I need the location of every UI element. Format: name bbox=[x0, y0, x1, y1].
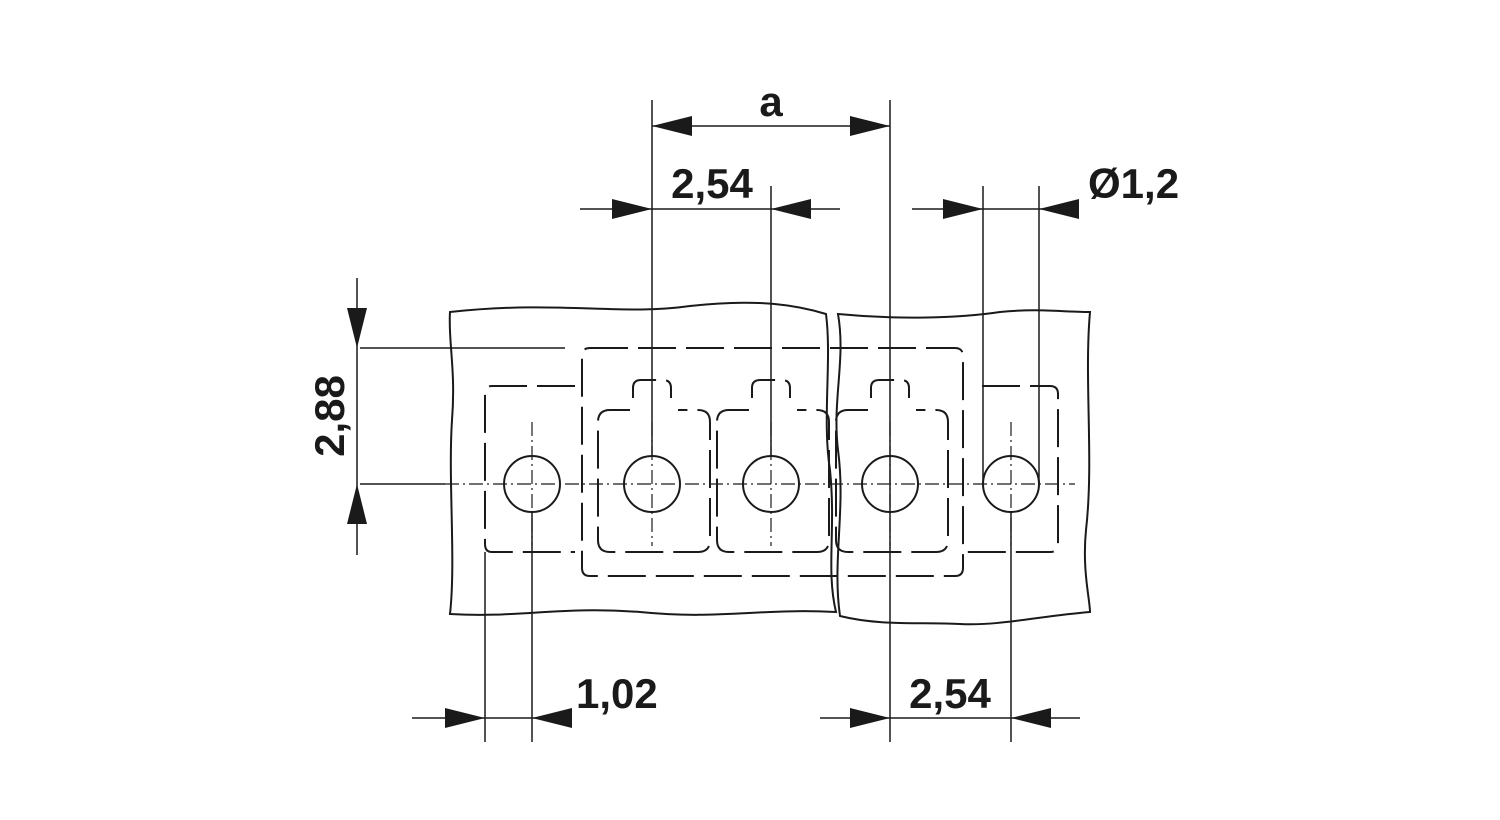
board-section-left bbox=[448, 301, 838, 616]
dimension-pitch-bottom-label: 2,54 bbox=[909, 670, 991, 717]
dimension-a-label: a bbox=[759, 78, 783, 125]
dimension-pitch-top-label: 2,54 bbox=[671, 160, 753, 207]
dimension-a: a bbox=[652, 78, 890, 136]
contact-pocket-1 bbox=[597, 379, 711, 553]
dimension-edge-offset-label: 1,02 bbox=[576, 670, 658, 717]
edge-box-left-dashed bbox=[484, 385, 575, 553]
dimension-row-offset: 2,88 bbox=[306, 278, 367, 555]
extension-lines bbox=[360, 100, 1040, 742]
contact-pocket-2 bbox=[716, 379, 830, 553]
dimension-edge-offset: 1,02 bbox=[412, 670, 658, 728]
dimension-pitch-bottom: 2,54 bbox=[820, 670, 1080, 728]
dimension-hole-diameter: Ø1,2 bbox=[912, 160, 1179, 219]
board-section-right bbox=[835, 309, 1092, 626]
dimension-pitch-top: 2,54 bbox=[580, 160, 840, 219]
contact-pocket-3 bbox=[835, 379, 949, 553]
edge-box-right-dashed bbox=[965, 385, 1059, 553]
housing-outline-dashed bbox=[581, 347, 964, 577]
dimension-row-offset-label: 2,88 bbox=[306, 375, 353, 457]
dimension-hole-diameter-label: Ø1,2 bbox=[1088, 160, 1179, 207]
